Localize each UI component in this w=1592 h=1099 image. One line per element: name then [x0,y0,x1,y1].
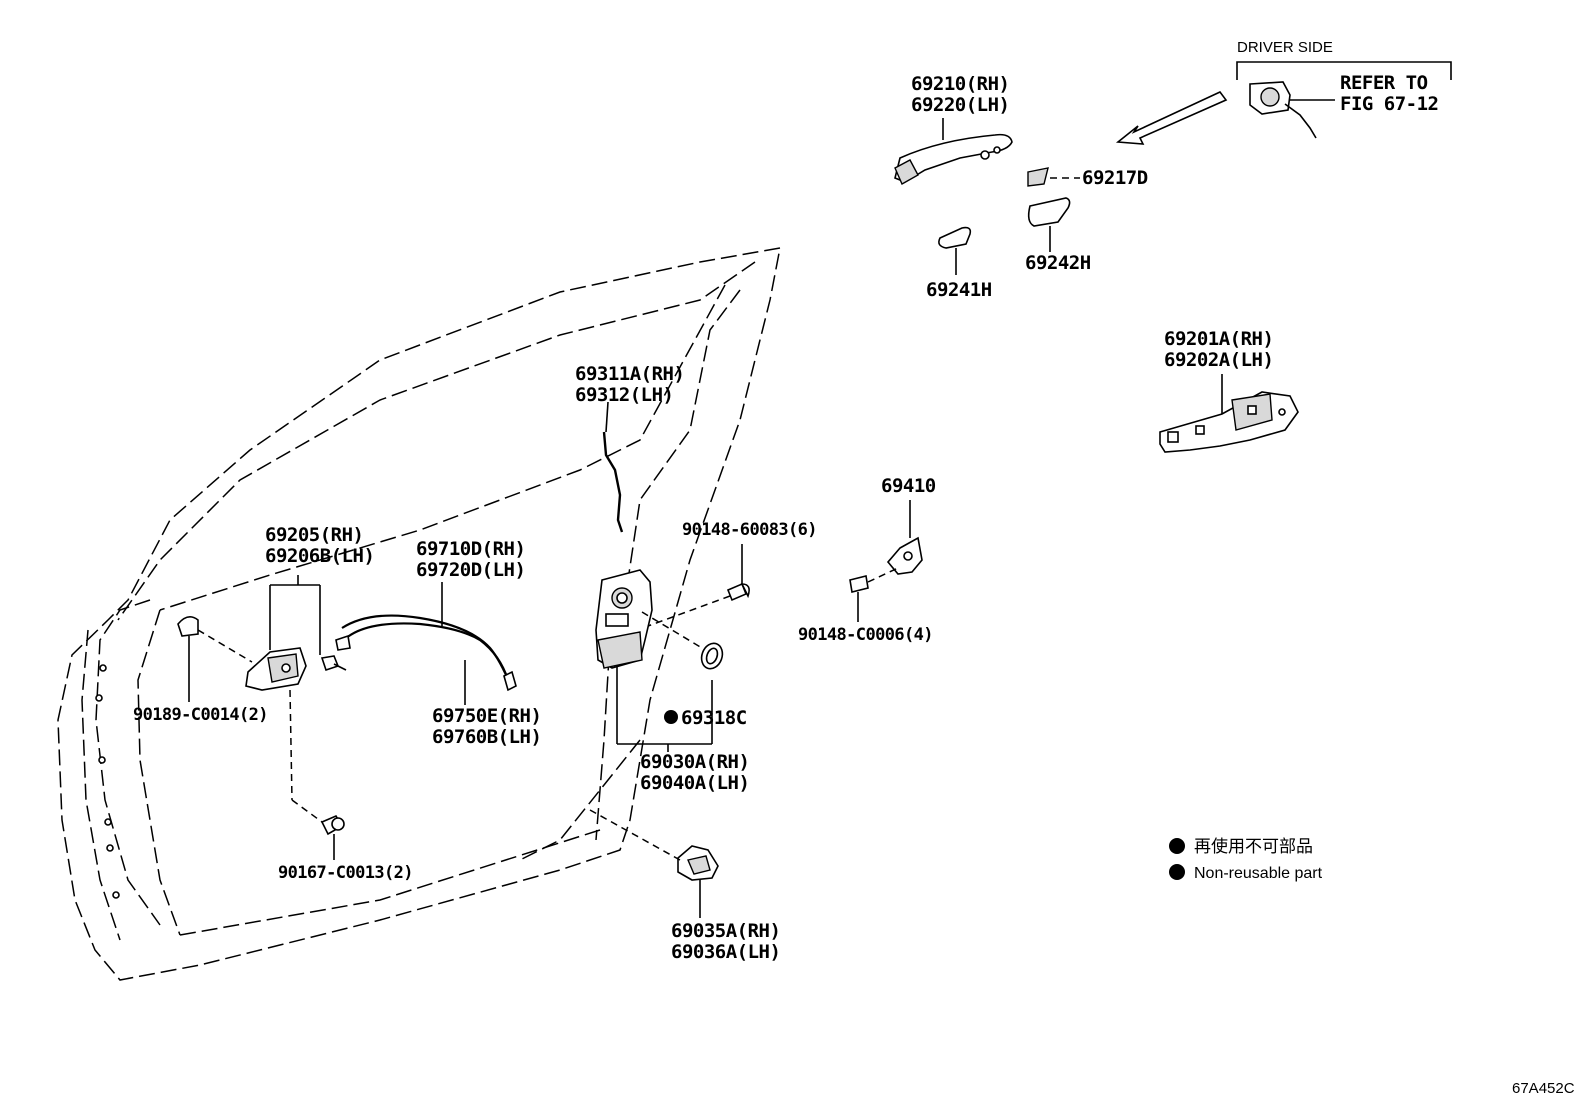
part-69242H: 69242H [1025,197,1091,274]
part-number-69241H: 69241H [926,279,992,301]
part-number-69035A-rh: 69035A(RH) [671,920,780,942]
part-69410-striker: 69410 90148-C0006(4) [798,475,936,645]
part-number-69040A-lh: 69040A(LH) [640,772,749,794]
part-90189-clip: 90189-C0014(2) [133,616,268,725]
part-number-90189-C0014: 90189-C0014(2) [133,705,268,725]
part-69318C-seal: 69318C [641,611,747,729]
part-69205-inside-handle: 69205(RH) 69206B(LH) [245,524,375,691]
part-69030A-lock: 69030A(RH) 69040A(LH) [595,569,750,794]
part-90167-screw: 90167-C0013(2) [278,689,413,883]
part-number-69210-rh: 69210(RH) [911,73,1009,95]
part-number-69410: 69410 [881,475,936,497]
part-number-69312-lh: 69312(LH) [575,384,673,406]
part-number-69760B-lh: 69760B(LH) [432,726,541,748]
part-90148-60083-screw: 90148-60083(6) [647,520,817,627]
door-outline [57,247,781,981]
part-number-69710D-rh: 69710D(RH) [416,538,525,560]
part-69217D: 69217D [1027,167,1148,189]
part-69241H: 69241H [926,226,992,301]
part-number-90148-C0006: 90148-C0006(4) [798,625,933,645]
part-number-69201A-rh: 69201A(RH) [1164,328,1273,350]
legend-bullet-icon [1169,838,1185,854]
legend: 再使用不可部品 Non-reusable part [1169,836,1323,882]
driver-side-refer-group: DRIVER SIDE REFER TO FIG 67-12 [1115,39,1452,145]
non-reusable-bullet-icon [664,710,678,724]
part-number-90167-C0013: 90167-C0013(2) [278,863,413,883]
legend-japanese: 再使用不可部品 [1194,836,1313,856]
part-69201A-frame: 69201A(RH) 69202A(LH) [1159,328,1299,453]
part-number-69750E-rh: 69750E(RH) [432,705,541,727]
refer-text-line2: FIG 67-12 [1340,93,1438,115]
outside-handle-part [894,118,1013,185]
part-number-69217D: 69217D [1082,167,1148,189]
part-number-69720D-lh: 69720D(LH) [416,559,525,581]
part-number-69220-lh: 69220(LH) [911,94,1009,116]
driver-side-heading: DRIVER SIDE [1237,39,1333,56]
part-number-69242H: 69242H [1025,252,1091,274]
refer-text-line1: REFER TO [1340,72,1428,94]
part-number-90148-60083: 90148-60083(6) [682,520,817,540]
legend-english: Non-reusable part [1194,865,1323,882]
part-69035A-bracket: 69035A(RH) 69036A(LH) [589,809,781,963]
figure-code: 67A452C [1512,1080,1575,1097]
part-cables: 69710D(RH) 69720D(LH) 69750E(RH) 69760B(… [335,538,542,748]
part-number-69206B-lh: 69206B(LH) [265,545,374,567]
part-number-69202A-lh: 69202A(LH) [1164,349,1273,371]
part-number-69036A-lh: 69036A(LH) [671,941,780,963]
part-69311A-rod: 69311A(RH) 69312(LH) [575,363,685,533]
label-69210: 69210(RH) 69220(LH) [911,73,1010,116]
part-number-69205-rh: 69205(RH) [265,524,363,546]
part-number-69311A-rh: 69311A(RH) [575,363,684,385]
legend-bullet-icon [1169,864,1185,880]
part-number-69318C: 69318C [681,707,747,729]
part-number-69030A-rh: 69030A(RH) [640,751,749,773]
